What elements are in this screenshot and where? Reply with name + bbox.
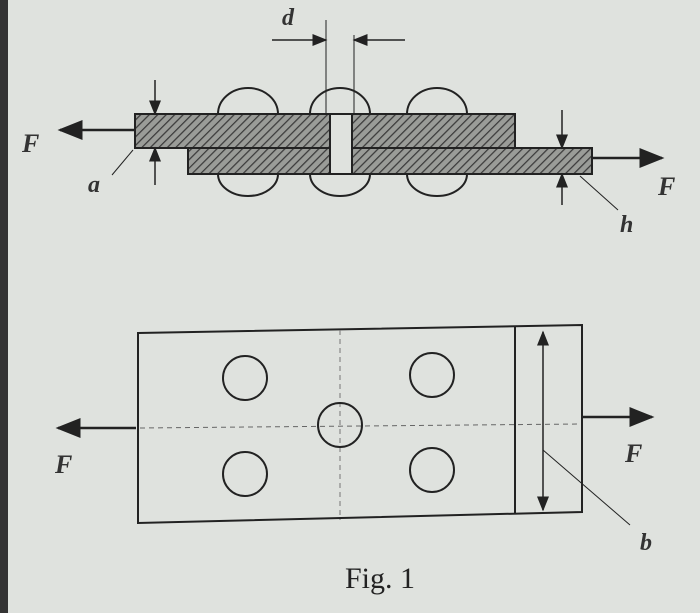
rivet-head-bottom-1 bbox=[217, 173, 279, 197]
rivet-hole bbox=[409, 447, 455, 493]
rivet-hole bbox=[317, 402, 363, 448]
force-label-left-top: F bbox=[21, 129, 39, 158]
side-view bbox=[57, 20, 665, 211]
b-label: b bbox=[640, 530, 652, 556]
plate-outline bbox=[137, 323, 583, 525]
force-label-right-bottom: F bbox=[624, 439, 642, 468]
top-plate bbox=[134, 113, 516, 149]
h-leader bbox=[579, 175, 619, 211]
rivet-shank bbox=[329, 113, 353, 175]
force-label-left-bottom: F bbox=[54, 450, 72, 479]
photo-border bbox=[0, 0, 8, 613]
b-leader bbox=[542, 449, 631, 526]
h-label: h bbox=[620, 212, 633, 238]
force-label-right-top: F bbox=[657, 172, 675, 201]
rivet-hole bbox=[222, 355, 268, 401]
bottom-plate bbox=[187, 147, 593, 175]
rivet-head-bottom-2 bbox=[309, 173, 371, 197]
figure-caption: Fig. 1 bbox=[345, 562, 415, 595]
rivet-head-top-1 bbox=[217, 87, 279, 115]
rivet-head-bottom-3 bbox=[406, 173, 468, 197]
rivet-head-top-3 bbox=[406, 87, 468, 115]
rivet-hole bbox=[409, 352, 455, 398]
a-label: a bbox=[88, 172, 100, 198]
a-leader bbox=[111, 149, 134, 176]
d-label: d bbox=[282, 5, 295, 31]
rivet-hole bbox=[222, 451, 268, 497]
rivet-head-top-2 bbox=[309, 87, 371, 115]
center-line bbox=[139, 423, 581, 429]
top-view bbox=[55, 323, 655, 526]
